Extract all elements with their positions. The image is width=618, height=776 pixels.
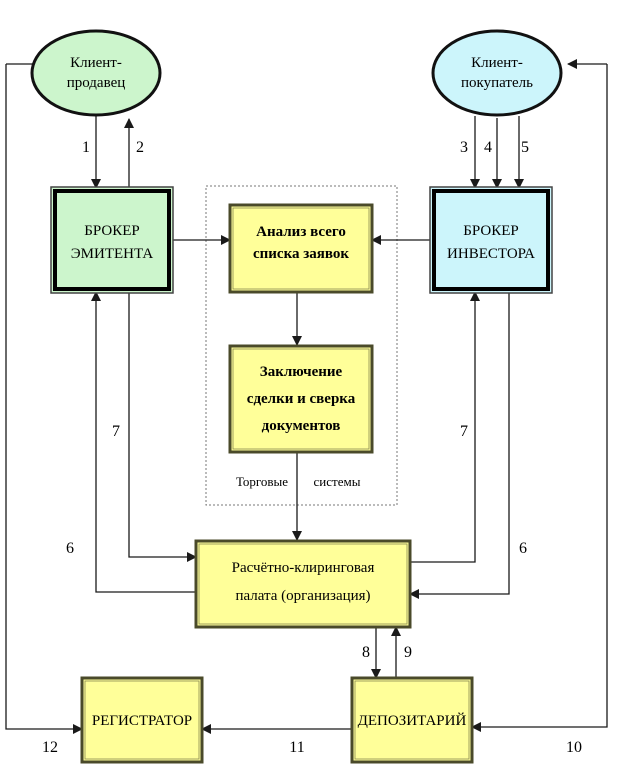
edge-label-6-right: 6 — [519, 540, 527, 557]
broker-emitent-line1: БРОКЕР — [84, 223, 139, 239]
edge-label-10: 10 — [566, 739, 582, 756]
depositary-label: ДЕПОЗИТАРИЙ — [358, 712, 467, 729]
edge-label-6-left: 6 — [66, 540, 74, 557]
edge-label-1: 1 — [82, 139, 90, 156]
edge-7-left — [128, 292, 197, 562]
trading-systems-label-part2: системы — [314, 474, 361, 489]
edge-label-2: 2 — [136, 139, 144, 156]
edge-label-12: 12 — [42, 739, 58, 756]
node-analysis: Анализ всего списка заявок — [228, 203, 374, 294]
analysis-line2: списка заявок — [253, 246, 349, 262]
registrar-label: РЕГИСТРАТОР — [92, 713, 192, 729]
edge-6-right — [409, 292, 510, 599]
node-client-seller: Клиент- продавец — [30, 29, 162, 117]
conclusion-line3: документов — [262, 418, 341, 434]
analysis-line1: Анализ всего — [256, 224, 346, 240]
edge-label-4: 4 — [484, 139, 492, 156]
node-clearing-house: Расчётно-клиринговая палата (организация… — [194, 539, 412, 629]
broker-investor-line1: БРОКЕР — [463, 223, 518, 239]
broker-emitent-line2: ЭМИТЕНТА — [71, 246, 154, 262]
node-client-buyer: Клиент- покупатель — [431, 29, 563, 117]
edge-label-3: 3 — [460, 139, 468, 156]
edge-10 — [471, 64, 608, 732]
trading-systems-label-part1: Торговые — [236, 474, 288, 489]
edge-label-8: 8 — [362, 644, 370, 661]
edge-label-9: 9 — [404, 644, 412, 661]
trading-systems-frame — [205, 185, 398, 506]
node-broker-investor: БРОКЕР ИНВЕСТОРА — [429, 186, 553, 294]
clearing-line1: Расчётно-клиринговая — [232, 560, 375, 576]
node-depositary: ДЕПОЗИТАРИЙ — [350, 676, 474, 764]
node-broker-emitent: БРОКЕР ЭМИТЕНТА — [50, 186, 174, 294]
edge-12 — [5, 64, 83, 734]
node-conclusion: Заключение сделки и сверка документов — [228, 344, 374, 454]
edge-label-5: 5 — [521, 139, 529, 156]
conclusion-line2: сделки и сверка — [247, 391, 356, 407]
edge-label-7-right: 7 — [460, 423, 468, 440]
edge-6-left — [91, 291, 196, 593]
edge-label-7-left: 7 — [112, 423, 120, 440]
client-seller-line2: продавец — [67, 75, 126, 91]
broker-investor-line2: ИНВЕСТОРА — [447, 246, 535, 262]
clearing-line2: палата (организация) — [235, 588, 370, 604]
client-buyer-line2: покупатель — [461, 75, 533, 91]
node-registrar: РЕГИСТРАТОР — [80, 676, 204, 764]
client-seller-line1: Клиент- — [70, 55, 122, 71]
edge-7-right — [410, 291, 480, 563]
edge-label-11: 11 — [289, 739, 304, 756]
client-buyer-line1: Клиент- — [471, 55, 523, 71]
conclusion-line1: Заключение — [260, 364, 343, 380]
